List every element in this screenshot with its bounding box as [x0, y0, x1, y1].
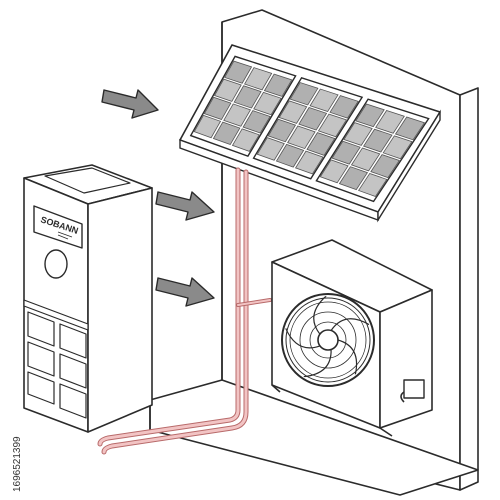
solar-cell — [289, 82, 319, 106]
fan-icon — [281, 293, 375, 387]
refrigerant-pipes — [97, 167, 272, 455]
solar-cell — [394, 116, 426, 141]
solar-cell — [309, 88, 339, 113]
solar-panel-icon — [189, 55, 430, 203]
solar-cell — [253, 91, 282, 116]
solar-cell — [362, 128, 393, 153]
arrow-right-icon — [101, 89, 159, 119]
solar-cell — [231, 128, 260, 152]
solar-cell — [382, 135, 413, 160]
fan-blade — [330, 318, 370, 331]
solar-cell — [329, 95, 359, 119]
solar-cell — [242, 110, 271, 134]
solar-cell — [350, 147, 381, 172]
solar-cell — [224, 60, 253, 84]
solar-cell — [370, 154, 400, 179]
solar-cell — [203, 96, 232, 121]
indoor-unit — [23, 164, 153, 433]
solar-cell — [212, 121, 241, 146]
fan-blade — [337, 339, 358, 375]
solar-cell — [275, 143, 305, 168]
stock-id-label: 1696521399 — [2, 360, 23, 500]
solar-cell — [243, 67, 273, 91]
screen-small-text — [57, 231, 73, 240]
solar-cell — [256, 137, 285, 161]
solar-cell — [317, 113, 348, 138]
solar-cell — [375, 110, 405, 134]
fan-grille-ring — [289, 301, 367, 379]
solar-cell — [193, 114, 222, 139]
fan-blade — [285, 327, 321, 349]
fan-grille-ring — [299, 311, 357, 369]
arrow-right-icon — [155, 277, 215, 307]
solar-cell — [343, 122, 373, 146]
solar-cell — [278, 100, 308, 124]
solar-cell — [338, 166, 369, 191]
fan-blade — [313, 296, 327, 335]
solar-cell — [331, 140, 361, 165]
solar-cell — [263, 73, 293, 97]
stock-id-text: 1696521399 — [12, 436, 23, 492]
solar-cell — [294, 150, 324, 175]
solar-cell — [267, 118, 297, 143]
solar-cell — [319, 159, 349, 184]
arrow-right-icon — [155, 191, 215, 221]
solar-cell — [213, 78, 242, 102]
solar-cell — [298, 107, 328, 131]
solar-cell — [306, 132, 336, 156]
solar-panel — [179, 44, 441, 223]
solar-cell — [223, 103, 252, 127]
solar-cell — [233, 85, 262, 109]
fan-grille-ring — [309, 321, 347, 359]
fan-blade — [303, 349, 332, 378]
solar-module — [189, 55, 297, 158]
display-screen — [33, 205, 83, 249]
solar-cell — [355, 103, 385, 128]
control-dial — [44, 249, 68, 279]
solar-cell — [357, 172, 388, 197]
airflow-arrows — [101, 89, 215, 307]
solar-cell — [287, 125, 316, 150]
